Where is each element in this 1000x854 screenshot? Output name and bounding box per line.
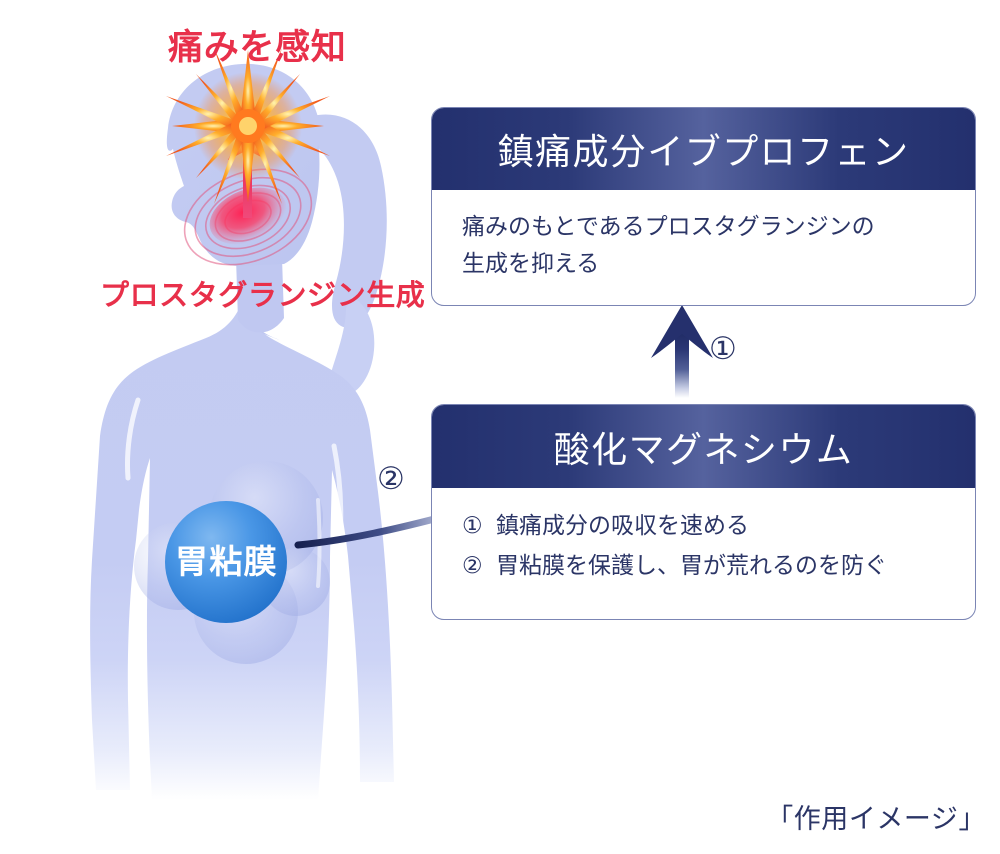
bullet-marker: ② xyxy=(462,551,483,578)
magnesium-bullet-item: ① 鎮痛成分の吸収を速める xyxy=(462,506,955,546)
diagram-caption: 「作用イメージ」 xyxy=(766,804,986,834)
magnesium-info-box: 酸化マグネシウム ① 鎮痛成分の吸収を速める ② 胃粘膜を保護し、胃が荒れるのを… xyxy=(431,404,976,620)
bullet-text: 胃粘膜を保護し、胃が荒れるのを防ぐ xyxy=(496,551,887,578)
hair-ponytail xyxy=(298,114,387,397)
pain-burst xyxy=(166,48,330,204)
ibuprofen-info-box: 鎮痛成分イブプロフェン 痛みのもとであるプロスタグランジンの 生成を抑える xyxy=(431,107,976,306)
ibuprofen-body-line: 痛みのもとであるプロスタグランジンの xyxy=(462,213,875,239)
ibuprofen-box-title: 鎮痛成分イブプロフェン xyxy=(432,108,975,190)
ibuprofen-box-body: 痛みのもとであるプロスタグランジンの 生成を抑える xyxy=(432,190,975,283)
ibuprofen-body-line: 生成を抑える xyxy=(462,250,600,277)
prostaglandin-label: プロスタグランジン生成 xyxy=(100,280,426,312)
magnesium-box-body: ① 鎮痛成分の吸収を速める ② 胃粘膜を保護し、胃が荒れるのを防ぐ xyxy=(432,488,975,586)
pain-detect-label: 痛みを感知 xyxy=(168,28,347,67)
bullet-text: 鎮痛成分の吸収を速める xyxy=(496,512,749,538)
magnesium-box-title: 酸化マグネシウム xyxy=(432,405,975,488)
bullet-marker: ① xyxy=(462,512,483,538)
magnesium-bullet-item: ② 胃粘膜を保護し、胃が荒れるのを防ぐ xyxy=(462,546,955,586)
connector-line xyxy=(294,512,450,549)
step-marker-one: ① xyxy=(709,331,737,366)
stomach-circle xyxy=(165,501,287,623)
step-marker-two: ② xyxy=(377,461,405,496)
flow-arrow-up xyxy=(651,305,713,398)
